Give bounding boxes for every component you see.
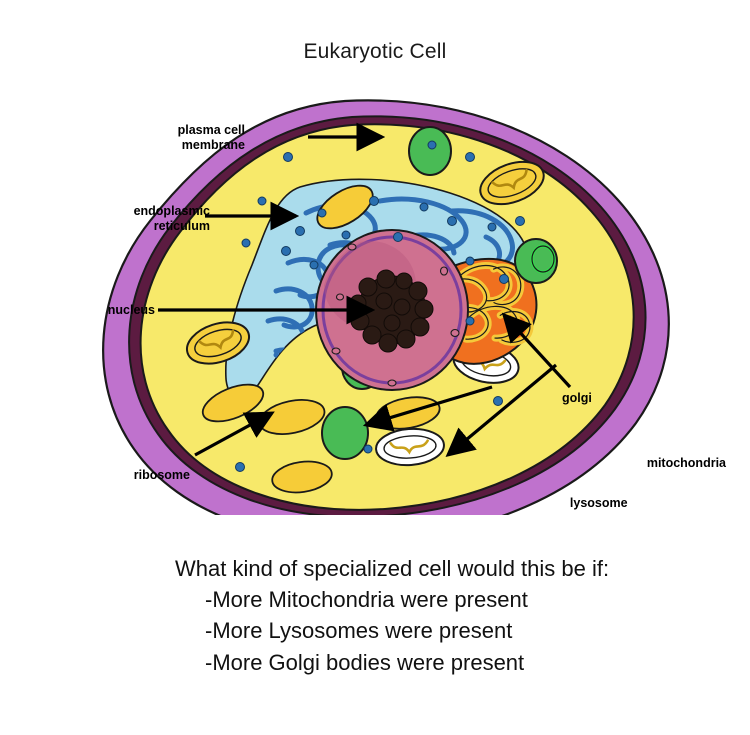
question-item-1: -More Lysosomes were present <box>205 618 513 644</box>
label-nucleus: nucleus <box>107 303 155 317</box>
question-item-2: -More Golgi bodies were present <box>205 649 525 675</box>
label-plasma-cell-membrane: plasma cell membrane <box>177 123 245 152</box>
page-title: Eukaryotic Cell <box>303 40 447 63</box>
label-lysosome-text: lysosome <box>569 495 628 510</box>
label-endoplasmic-reticulum: endoplasmic reticulum <box>133 204 210 233</box>
label-mitochondria: mitochondria <box>646 456 726 470</box>
label-golgi: golgi <box>562 391 592 405</box>
nucleus <box>315 229 469 391</box>
nuclear-pore-group <box>331 243 460 387</box>
question-block: What kind of specialized cell would this… <box>0 553 750 678</box>
question-prompt: What kind of specialized cell would this… <box>175 556 610 581</box>
label-ribosome: ribosome <box>133 468 190 482</box>
question-item-0: -More Mitochondria were present <box>205 587 528 613</box>
